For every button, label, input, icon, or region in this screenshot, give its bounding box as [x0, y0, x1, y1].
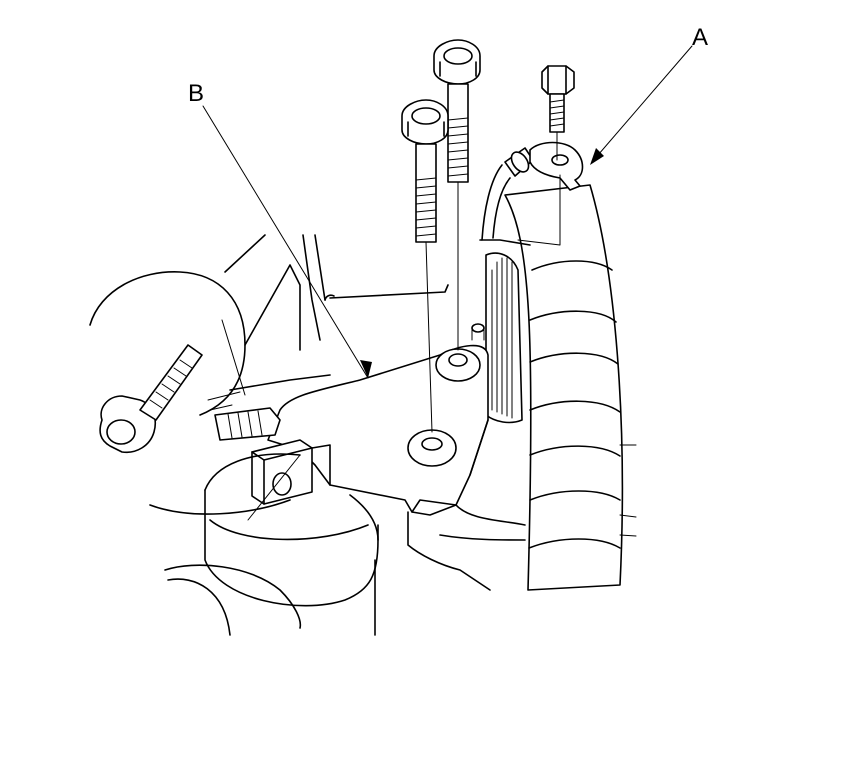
threaded-stud	[214, 407, 281, 441]
lower-bracket	[407, 504, 526, 591]
driveshaft	[504, 184, 637, 591]
lower-housing	[164, 453, 379, 636]
alignment-lines	[207, 139, 561, 521]
upper-frame	[302, 234, 449, 341]
leader-line-b	[202, 105, 369, 379]
housing-flange	[89, 234, 331, 515]
arrowhead-b	[360, 360, 372, 378]
damper-pulley	[479, 239, 531, 424]
callout-label-b: B	[188, 80, 204, 107]
arrowhead-a	[590, 148, 604, 165]
bracket-bolt-rear	[433, 39, 481, 183]
leader-line-a	[591, 45, 693, 163]
terminal-bolt	[541, 65, 575, 141]
bracket-bolt-front	[401, 99, 449, 243]
clamp-block	[251, 439, 313, 505]
leader-lines	[202, 45, 693, 379]
mount-bolt-left	[99, 344, 203, 454]
mounting-bracket	[267, 323, 489, 516]
callout-label-a: A	[692, 24, 708, 51]
ground-terminal	[529, 141, 584, 191]
ground-cable	[481, 147, 534, 241]
